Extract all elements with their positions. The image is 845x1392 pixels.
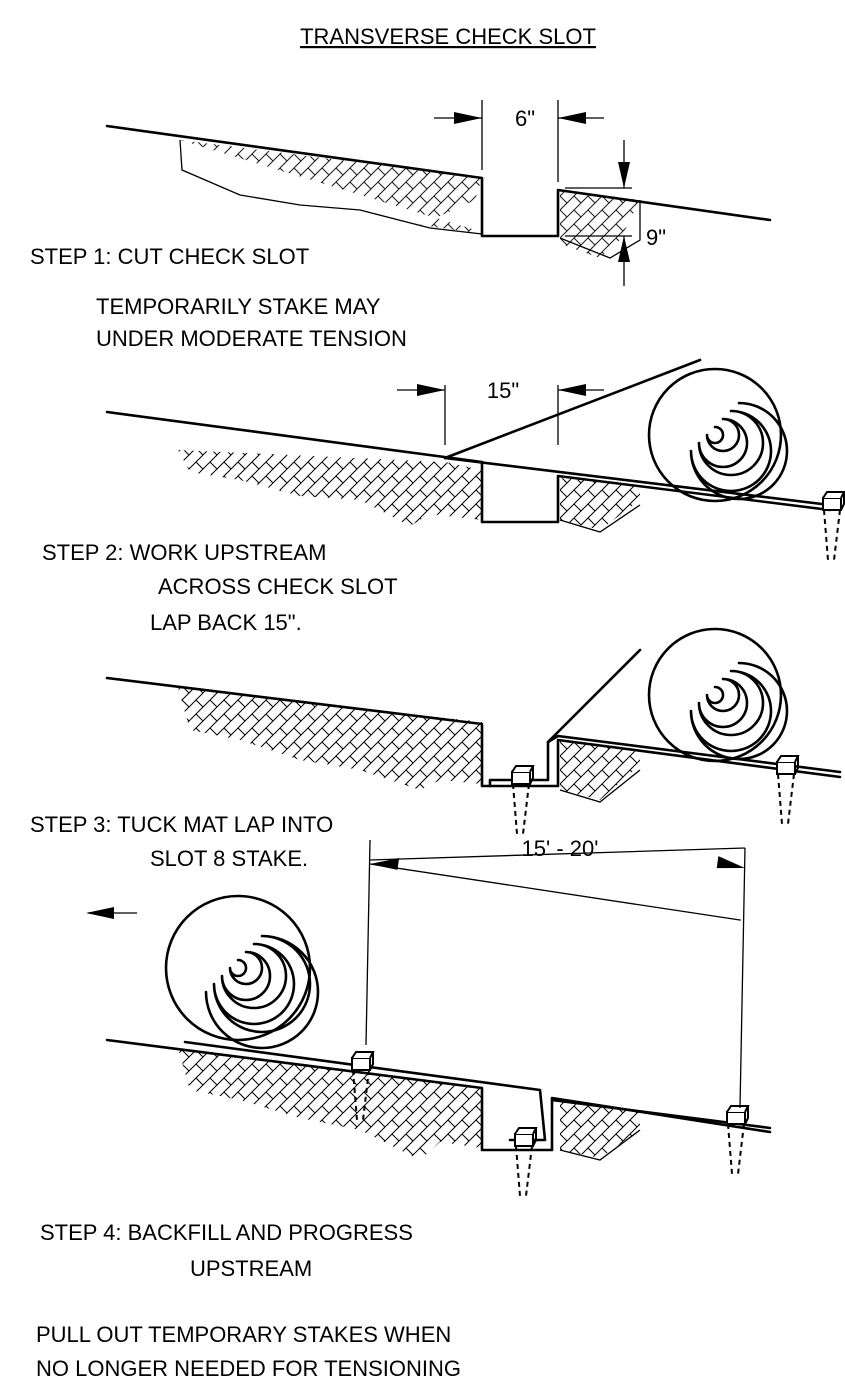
step-3-text: STEP 3: TUCK MAT LAP INTO SLOT 8 STAKE. (30, 812, 333, 871)
stake-spacing-label: 15' - 20' (522, 836, 599, 861)
mat-to-roll (443, 358, 702, 460)
soil-hatch (178, 450, 640, 530)
diagram-title: TRANSVERSE CHECK SLOT (300, 24, 596, 49)
roll-spiral (204, 934, 320, 1050)
svg-text:STEP 4: BACKFILL AND PROGRESS: STEP 4: BACKFILL AND PROGRESS (40, 1220, 413, 1245)
mat-tucked (488, 734, 842, 788)
soil-hatch (178, 1048, 640, 1160)
ground-line-with-slot (105, 124, 772, 238)
step-3-figure (105, 627, 842, 835)
svg-text:NO LONGER NEEDED FOR TENSIONIN: NO LONGER NEEDED FOR TENSIONING (36, 1356, 461, 1381)
mat-roll (647, 367, 783, 503)
svg-text:STEP 1: CUT CHECK SLOT: STEP 1: CUT CHECK SLOT (30, 244, 309, 269)
roll-spiral (689, 661, 789, 761)
step-1-text: STEP 1: CUT CHECK SLOT (30, 244, 309, 269)
step-1-note: TEMPORARILY STAKE MAY UNDER MODERATE TEN… (96, 294, 407, 351)
stake (776, 755, 799, 825)
slot-depth-label: 9" (646, 225, 666, 250)
svg-text:ACROSS CHECK SLOT: ACROSS CHECK SLOT (158, 574, 398, 599)
svg-text:STEP 2: WORK UPSTREAM: STEP 2: WORK UPSTREAM (42, 540, 326, 565)
lap-back-label: 15" (487, 378, 519, 403)
step-1-figure: 6" 9" (105, 100, 772, 286)
step-4-figure: 15' - 20' (86, 836, 772, 1197)
mat-roll (647, 627, 783, 763)
svg-text:UPSTREAM: UPSTREAM (190, 1256, 312, 1281)
slot-width-label: 6" (515, 106, 535, 131)
svg-text:STEP 3: TUCK MAT LAP INTO: STEP 3: TUCK MAT LAP INTO (30, 812, 333, 837)
stake (822, 491, 845, 561)
ground-line-with-slot (105, 410, 832, 524)
step-4-text: STEP 4: BACKFILL AND PROGRESS UPSTREAM (40, 1220, 413, 1281)
svg-text:PULL OUT TEMPORARY STAKES WHEN: PULL OUT TEMPORARY STAKES WHEN (36, 1322, 451, 1347)
footer-note: PULL OUT TEMPORARY STAKES WHEN NO LONGER… (36, 1322, 461, 1381)
mat-roll (164, 894, 312, 1042)
step-2-figure: 15" (105, 358, 845, 561)
soil-hatch (180, 140, 640, 258)
stake (514, 1127, 537, 1197)
svg-text:UNDER MODERATE TENSION: UNDER MODERATE TENSION (96, 326, 407, 351)
svg-text:LAP BACK 15".: LAP BACK 15". (150, 610, 302, 635)
roll-spiral (689, 401, 789, 501)
step-2-text: STEP 2: WORK UPSTREAM ACROSS CHECK SLOT … (42, 540, 398, 635)
stake (726, 1105, 749, 1175)
stake (511, 765, 534, 835)
ground-line-with-slot (105, 676, 842, 788)
svg-text:TEMPORARILY STAKE MAY: TEMPORARILY STAKE MAY (96, 294, 381, 319)
svg-text:SLOT 8 STAKE.: SLOT 8 STAKE. (150, 846, 308, 871)
soil-hatch (178, 688, 640, 800)
